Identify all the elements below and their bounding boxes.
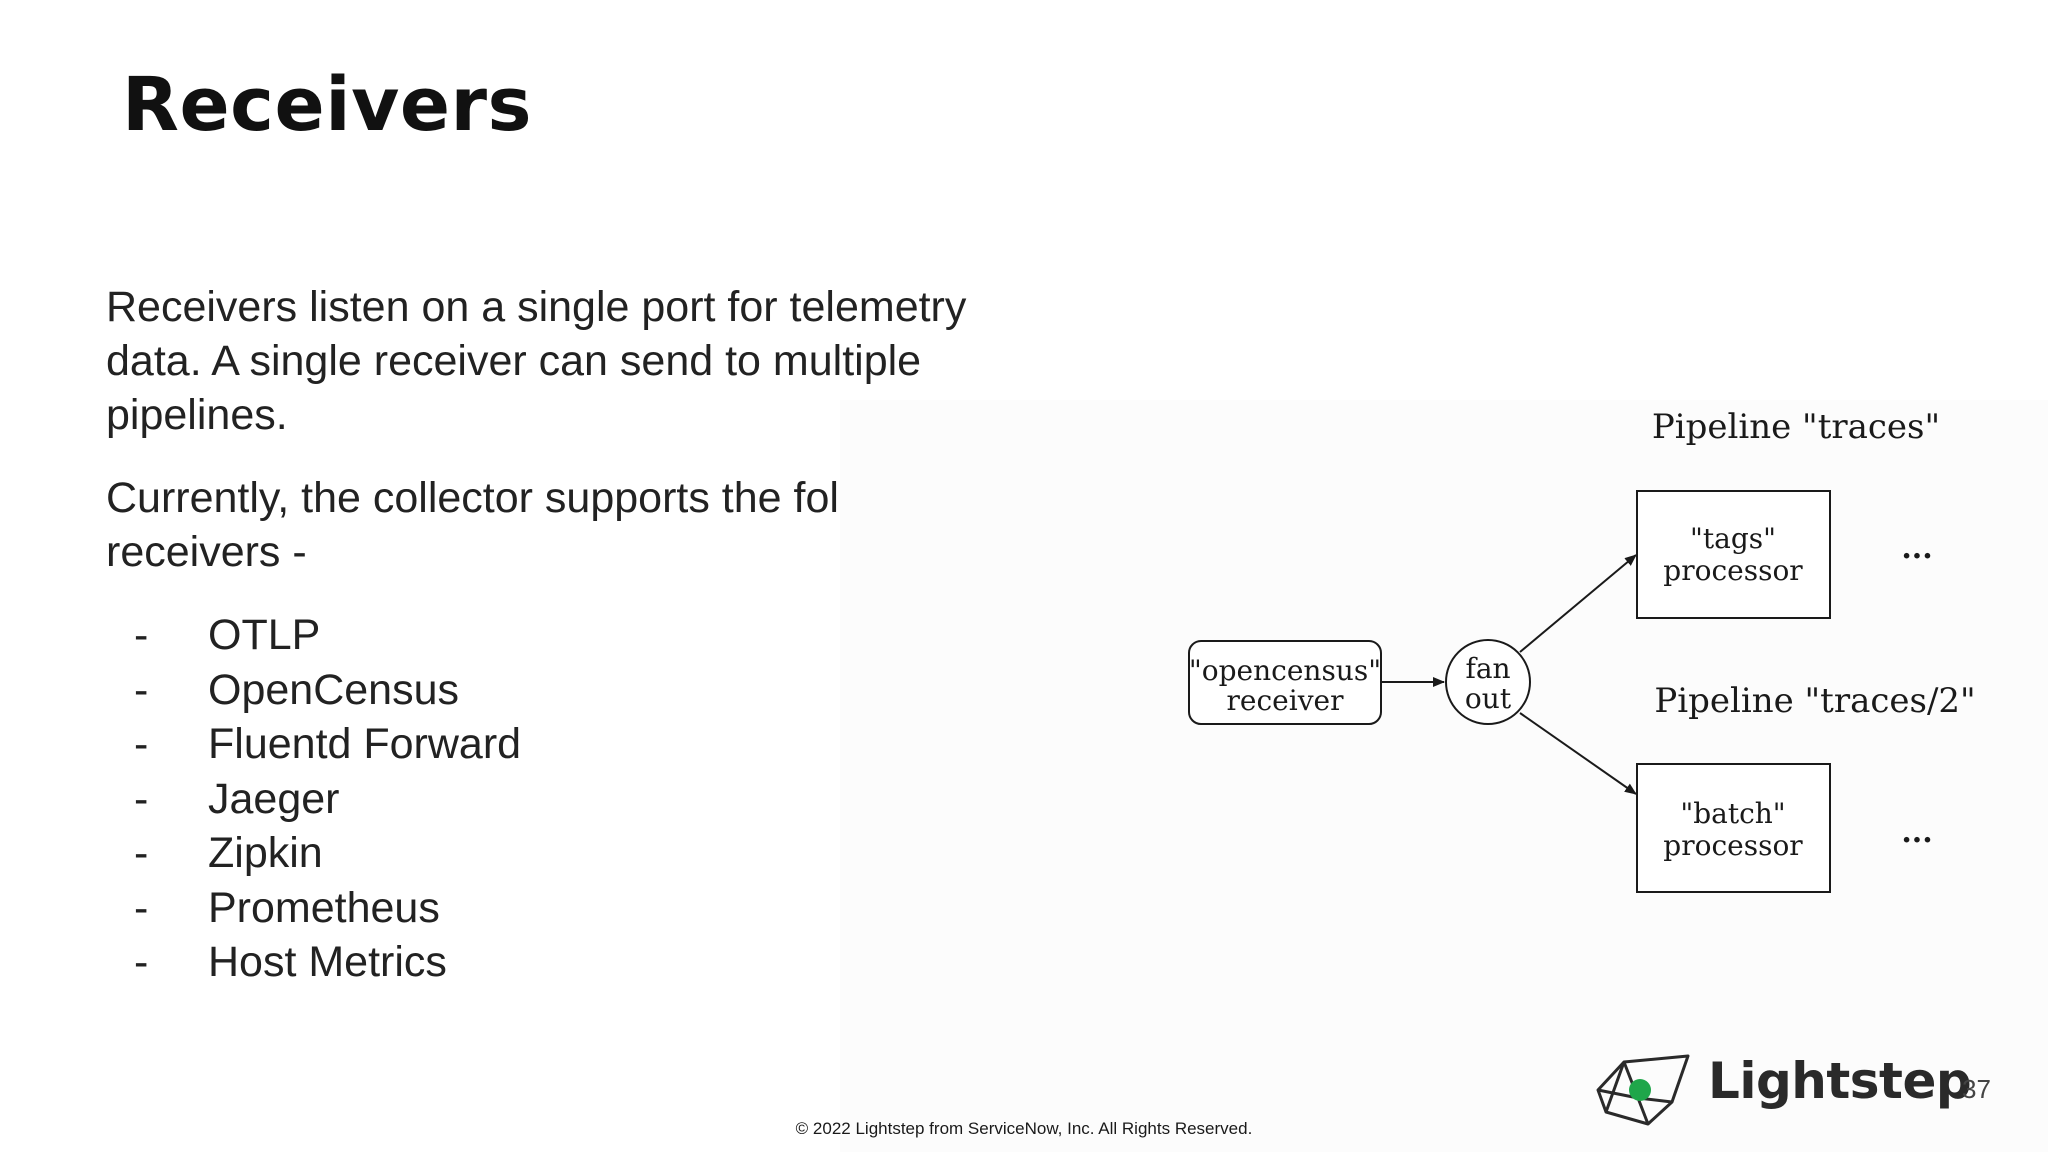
tags-processor-line2: processor [1663, 554, 1803, 587]
list-item: - Jaeger [106, 772, 521, 827]
list-item-label: Jaeger [208, 774, 340, 823]
tags-processor-node: "tags" processor [1636, 490, 1831, 619]
intro-paragraph: Receivers listen on a single port for te… [106, 283, 967, 439]
edge-fanout-to-batch [1519, 712, 1637, 795]
fanout-node-line2: out [1465, 682, 1512, 715]
batch-processor-line2: processor [1663, 829, 1803, 862]
list-bullet: - [134, 938, 149, 986]
list-bullet: - [134, 665, 149, 714]
pipeline-traces2-ellipsis: ... [1901, 815, 1932, 850]
list-bullet: - [134, 611, 149, 659]
receiver-list: - OTLP - OpenCensus - Fluentd Forward - Jaeg… [106, 608, 521, 990]
tags-processor-line1: "tags" [1690, 522, 1776, 555]
fanout-node: fan out [1445, 639, 1531, 725]
edge-fanout-to-tags [1519, 554, 1637, 653]
slide-title: Receivers [122, 62, 533, 148]
brand-name: Lightstep [1708, 1052, 1972, 1110]
list-item-label: Host Metrics [208, 938, 447, 986]
copyright-notice: © 2022 Lightstep from ServiceNow, Inc. A… [795, 1119, 1253, 1138]
batch-processor-node: "batch" processor [1636, 763, 1831, 893]
diagram-background [840, 400, 2048, 1152]
fanout-node-line1: fan [1465, 652, 1510, 685]
list-item: - Host Metrics [106, 935, 521, 990]
receiver-node-line1: "opencensus" [1189, 654, 1381, 687]
list-item-label: OTLP [208, 611, 321, 659]
supported-receivers-paragraph: Currently, the collector supports the fo… [106, 474, 961, 576]
list-item-label: Prometheus [208, 883, 440, 932]
pipeline-traces-label: Pipeline "traces" [1652, 407, 1940, 447]
batch-processor-line1: "batch" [1680, 797, 1785, 830]
page-number: 37 [1962, 1074, 1991, 1104]
receiver-node-line2: receiver [1227, 684, 1345, 717]
list-item: - Prometheus [106, 881, 521, 936]
pipeline-traces2-label: Pipeline "traces/2" [1654, 681, 1975, 721]
list-item-label: Zipkin [208, 829, 323, 877]
list-item: - Zipkin [106, 826, 521, 881]
list-bullet: - [134, 720, 149, 768]
pipeline-traces-ellipsis: ... [1901, 531, 1932, 566]
list-bullet: - [134, 774, 149, 823]
list-item-label: Fluentd Forward [208, 720, 522, 768]
list-item: - OTLP [106, 608, 521, 663]
list-item: - OpenCensus [106, 663, 521, 718]
lightstep-cube-icon [1596, 1054, 1690, 1126]
list-item: - Fluentd Forward [106, 717, 521, 772]
receiver-node: "opencensus" receiver [1188, 640, 1382, 725]
list-item-label: OpenCensus [208, 665, 459, 714]
list-bullet: - [134, 883, 149, 932]
list-bullet: - [134, 829, 149, 877]
